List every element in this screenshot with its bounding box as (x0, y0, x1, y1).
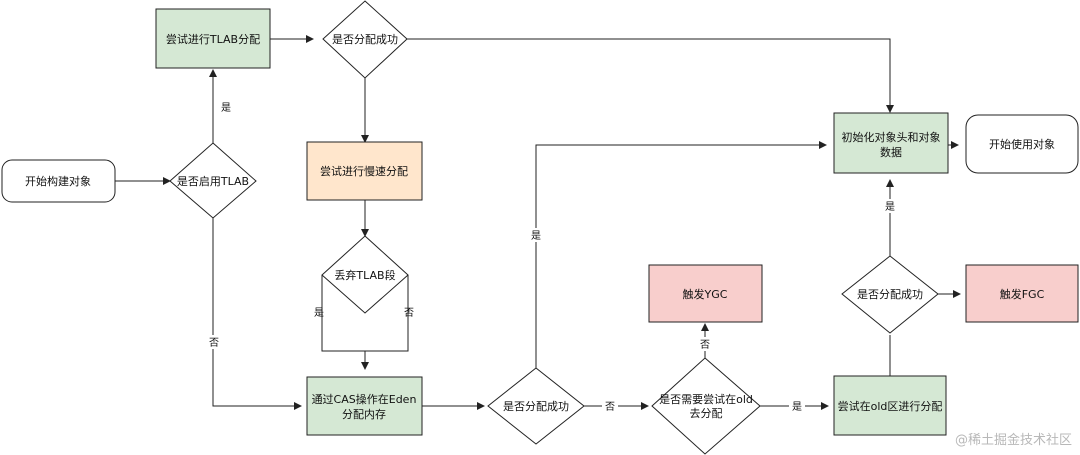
label-try-old-yes: 是 (792, 401, 802, 413)
alloc-success-diamond-3 (841, 255, 939, 334)
label-bg (528, 228, 544, 242)
alloc-success-label-1: 是否分配成功 (332, 33, 398, 46)
cas-eden-node (306, 376, 423, 436)
alloc-success-label-2: 是否分配成功 (503, 400, 569, 413)
try-old-label-line2: 去分配 (690, 407, 723, 420)
init-object-label-line1: 初始化对象头和对象 (842, 130, 941, 144)
enable-tlab-label: 是否启用TLAB (177, 175, 249, 188)
alloc-success-diamond-1 (322, 0, 408, 79)
discard-tlab-label: 丢弃TLAB段 (334, 268, 395, 282)
try-tlab-node (155, 8, 271, 69)
old-alloc-label: 尝试在old区进行分配 (838, 400, 943, 413)
label-bg (789, 399, 805, 413)
label-check3-yes: 是 (885, 201, 895, 213)
trigger-ygc-label: 触发YGC (683, 287, 728, 301)
alloc-success-label-3: 是否分配成功 (857, 288, 923, 301)
edge-check1-yes-to-init (407, 38, 894, 113)
edge-enable-tlab-no-to-cas (212, 218, 302, 410)
discard-tlab-diamond (321, 235, 409, 314)
edges (115, 35, 961, 410)
try-tlab-label: 尝试进行TLAB分配 (166, 33, 260, 46)
label-bg (206, 335, 222, 349)
enable-tlab-diamond (169, 142, 257, 219)
watermark-text: @稀土掘金技术社区 (955, 432, 1072, 448)
label-bg (218, 100, 234, 114)
label-bg (882, 199, 898, 213)
start-node (1, 159, 116, 203)
init-object-label-line2: 数据 (880, 145, 902, 159)
label-enable-tlab-no: 否 (209, 337, 219, 349)
slow-alloc-node (306, 141, 423, 201)
try-old-label-line1: 是否需要尝试在old (659, 393, 753, 406)
try-old-diamond (651, 357, 761, 455)
label-enable-tlab-yes: 是 (221, 102, 231, 114)
trigger-ygc-node (648, 264, 763, 323)
use-object-label: 开始使用对象 (989, 137, 1055, 151)
label-try-old-no: 否 (700, 339, 710, 351)
label-discard-no: 否 (404, 307, 414, 319)
slow-alloc-label: 尝试进行慢速分配 (320, 165, 408, 178)
label-bg (602, 399, 618, 413)
init-object-node (833, 112, 949, 174)
edge-labels: 是 否 是 否 是 否 否 是 是 (206, 100, 898, 413)
trigger-fgc-label: 触发FGC (1000, 287, 1045, 301)
label-bg (697, 337, 713, 351)
label-discard-yes: 是 (314, 307, 324, 319)
alloc-success-diamond-2 (487, 367, 585, 445)
label-check2-no: 否 (605, 401, 615, 413)
trigger-fgc-node (965, 264, 1079, 323)
label-check2-yes: 是 (531, 230, 541, 242)
cas-eden-label-line1: 通过CAS操作在Eden (312, 392, 417, 406)
use-object-node (965, 114, 1079, 174)
old-alloc-node (833, 375, 947, 436)
start-node-label: 开始构建对象 (25, 174, 91, 188)
cas-eden-label-line2: 分配内存 (342, 407, 386, 421)
edge-check2-yes-to-init (535, 141, 827, 368)
